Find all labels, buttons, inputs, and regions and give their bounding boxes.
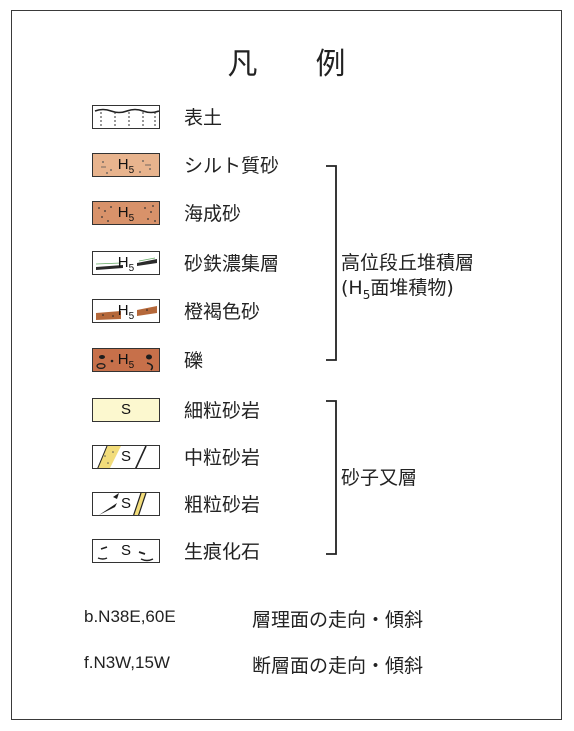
bracket-terrace	[326, 165, 337, 361]
medium-sandstone-swatch: S	[92, 445, 160, 469]
bedding-code: b.N38E,60E	[84, 607, 176, 626]
topsoil-label: 表土	[184, 107, 223, 129]
trace-fossil-code: S	[120, 542, 131, 559]
trace-fossil-swatch: S	[92, 539, 160, 563]
silty-sand-code: H5	[117, 156, 135, 176]
topsoil-swatch	[92, 105, 160, 129]
legend-title: 凡例	[12, 39, 561, 83]
medium-sandstone-code: S	[120, 448, 131, 465]
fine-sandstone-code: S	[120, 401, 131, 418]
silty-sand-swatch: H5	[92, 153, 160, 177]
terrace-line-1: 高位段丘堆積層	[341, 252, 475, 274]
legend-frame: 凡例 表土 H5 シルト質砂	[11, 10, 562, 720]
marine-sand-swatch: H5	[92, 201, 160, 225]
orange-brown-sand-swatch: H5	[92, 299, 160, 323]
topsoil-pattern	[94, 108, 159, 127]
bedding-desc: 層理面の走向・傾斜	[252, 609, 424, 631]
title-char-2: 例	[315, 47, 346, 82]
bracket-sunagomata	[326, 400, 337, 555]
iron-sand-code: H5	[117, 254, 135, 274]
group-label-sunagomata: 砂子又層	[341, 466, 417, 491]
coarse-sandstone-swatch: S	[92, 492, 160, 516]
orange-brown-sand-label: 橙褐色砂	[184, 301, 261, 323]
marine-sand-label: 海成砂	[184, 203, 242, 225]
title-char-1: 凡	[227, 47, 258, 82]
sunagomata-line-1: 砂子又層	[341, 467, 418, 489]
group-label-terrace: 高位段丘堆積層 (H5面堆積物)	[341, 251, 474, 308]
silty-sand-label: シルト質砂	[184, 155, 280, 177]
fault-code: f.N3W,15W	[84, 653, 170, 672]
iron-sand-swatch: H5	[92, 251, 160, 275]
medium-sandstone-label: 中粒砂岩	[184, 447, 261, 469]
gravel-swatch: H5	[92, 348, 160, 372]
fine-sandstone-label: 細粒砂岩	[184, 400, 261, 422]
fault-desc: 断層面の走向・傾斜	[252, 655, 424, 677]
iron-sand-label: 砂鉄濃集層	[184, 253, 280, 275]
orange-brown-sand-code: H5	[117, 302, 135, 322]
coarse-sandstone-label: 粗粒砂岩	[184, 494, 261, 516]
gravel-label: 礫	[184, 350, 204, 372]
trace-fossil-label: 生痕化石	[184, 541, 261, 563]
gravel-code: H5	[117, 351, 135, 371]
coarse-sandstone-code: S	[120, 495, 131, 512]
marine-sand-code: H5	[117, 204, 135, 224]
terrace-line-2: (H5面堆積物)	[341, 277, 454, 302]
fine-sandstone-swatch: S	[92, 398, 160, 422]
